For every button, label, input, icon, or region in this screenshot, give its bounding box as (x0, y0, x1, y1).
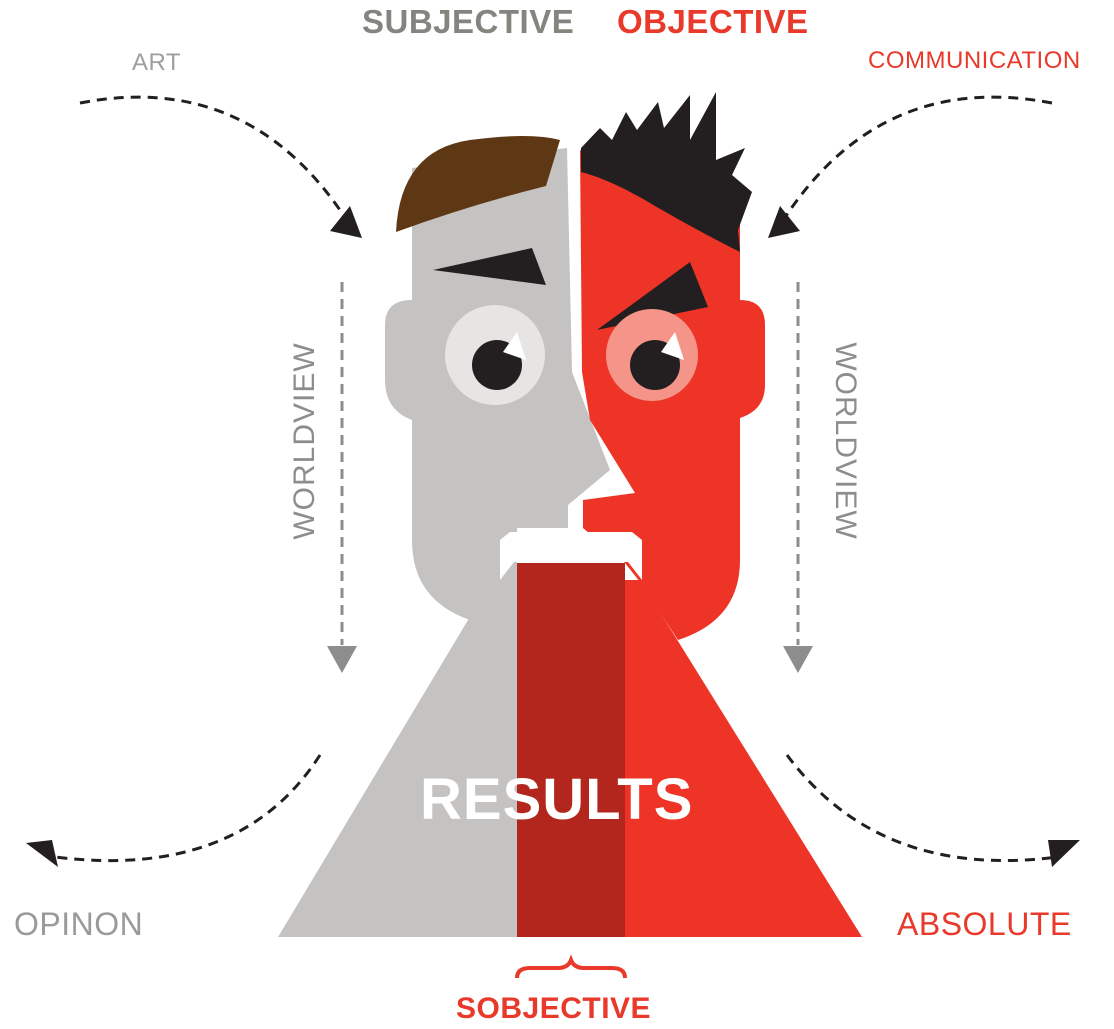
subjective-face (385, 136, 610, 620)
red-eye-glint (661, 332, 684, 360)
bottom-left-arrow (26, 754, 322, 867)
grey-eyebrow (433, 248, 546, 285)
art-label: ART (132, 49, 182, 76)
top-right-arrow (768, 95, 1053, 238)
moustache-bracket (500, 532, 642, 580)
objective-title: OBJECTIVE (617, 3, 809, 40)
pyramid-grey-side (278, 600, 517, 937)
curly-brace (515, 954, 627, 979)
left-worldview-arrowhead (327, 646, 357, 673)
absolute-label: ABSOLUTE (897, 906, 1072, 942)
right-worldview-arrow (783, 282, 813, 673)
red-eyebrow (597, 262, 708, 330)
results-pyramid (278, 563, 862, 937)
bottom-left-arrowhead (26, 840, 58, 867)
communication-label: COMMUNICATION (868, 47, 1081, 74)
subjective-title: SUBJECTIVE (362, 3, 575, 40)
brown-hair (396, 136, 560, 232)
bottom-right-arrow (785, 754, 1080, 867)
top-right-arrowhead (768, 206, 800, 238)
pyramid-center-band (517, 563, 625, 937)
left-worldview-arrow (327, 282, 357, 673)
pyramid-red-side (625, 580, 862, 937)
worldview-right-label: WORLDVIEW (829, 342, 862, 540)
right-worldview-arrowhead (783, 646, 813, 673)
top-left-arrowhead (330, 206, 362, 238)
bottom-right-arrowhead (1048, 840, 1080, 867)
sobjective-label: SOBJECTIVE (456, 992, 652, 1025)
worldview-left-label: WORLDVIEW (288, 342, 321, 540)
opinion-label: OPINON (14, 906, 144, 942)
grey-eye-glint (503, 332, 526, 360)
objective-face (580, 92, 765, 640)
black-hair (581, 92, 752, 252)
top-left-arrow (79, 95, 362, 238)
results-label: RESULTS (420, 767, 694, 832)
